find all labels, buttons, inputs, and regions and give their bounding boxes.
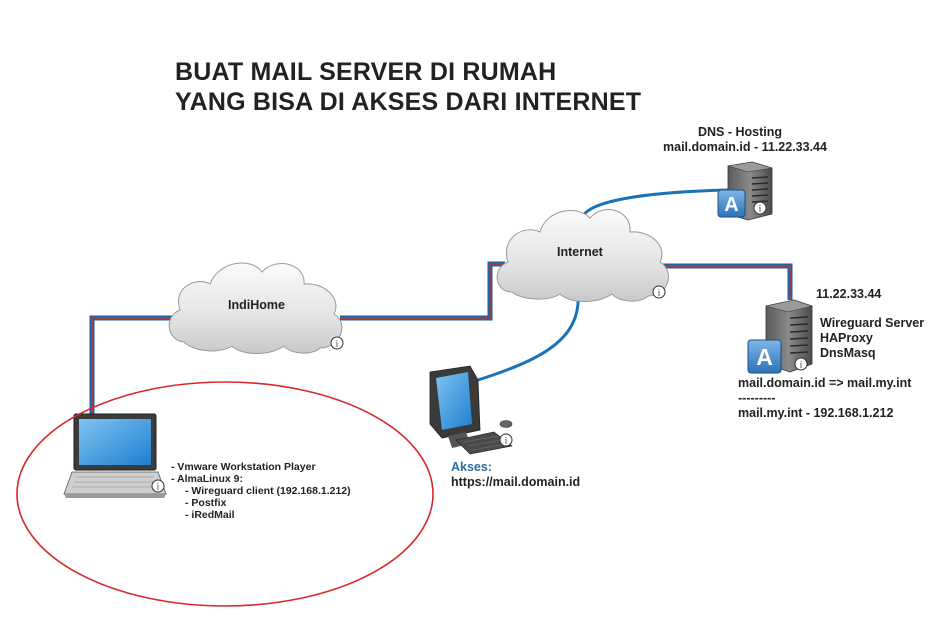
laptop-item-vmware: - Vmware Workstation Player (171, 461, 316, 473)
vps-internal-label: mail.my.int - 192.168.1.212 (738, 406, 894, 420)
wan-link (89, 261, 793, 418)
vps-service-wireguard: Wireguard Server (820, 316, 925, 330)
access-url: https://mail.domain.id (451, 475, 581, 489)
vps-mapping-label: mail.domain.id => mail.my.int (738, 376, 912, 390)
vps-service-dnsmasq: DnsMasq (820, 346, 876, 360)
vps-app-icon (747, 339, 782, 374)
home-lab-highlight (16, 381, 434, 607)
svg-text:A: A (756, 344, 773, 370)
vps-info-icon[interactable] (794, 357, 808, 371)
dns-app-icon (717, 189, 746, 218)
laptop-info-icon[interactable] (151, 479, 165, 493)
internet-cloud (496, 209, 669, 302)
indihome-info-icon[interactable] (330, 336, 344, 350)
desktop-pc (429, 365, 513, 455)
laptop-item-postfix: - Postfix (185, 497, 227, 509)
laptop-item-iredmail: - iRedMail (185, 509, 235, 521)
dns-server: A (717, 161, 773, 221)
laptop-item-almalinux: - AlmaLinux 9: (171, 473, 243, 485)
lan-links (477, 188, 729, 382)
laptop (63, 413, 167, 498)
diagram-title-line1: BUAT MAIL SERVER DI RUMAH (175, 58, 557, 86)
indihome-label: IndiHome (228, 298, 285, 312)
access-label: Akses: (451, 460, 492, 474)
vps-separator: --------- (738, 391, 776, 405)
pc-info-icon[interactable] (499, 433, 513, 447)
vps-ip-label: 11.22.33.44 (816, 287, 882, 301)
dns-hosting-label: DNS - Hosting (698, 125, 783, 139)
internet-info-icon[interactable] (652, 285, 666, 299)
indihome-cloud (168, 262, 344, 354)
mouse-icon (499, 420, 513, 428)
svg-text:A: A (724, 194, 738, 216)
dns-record-label: mail.domain.id - 11.22.33.44 (663, 140, 827, 154)
vps-service-haproxy: HAProxy (820, 331, 873, 345)
laptop-item-wireguard: - Wireguard client (192.168.1.212) (185, 485, 351, 497)
dns-info-icon[interactable] (753, 201, 767, 215)
internet-label: Internet (557, 245, 603, 259)
diagram-title-line2: YANG BISA DI AKSES DARI INTERNET (175, 88, 642, 116)
vps-server: A (747, 299, 814, 374)
